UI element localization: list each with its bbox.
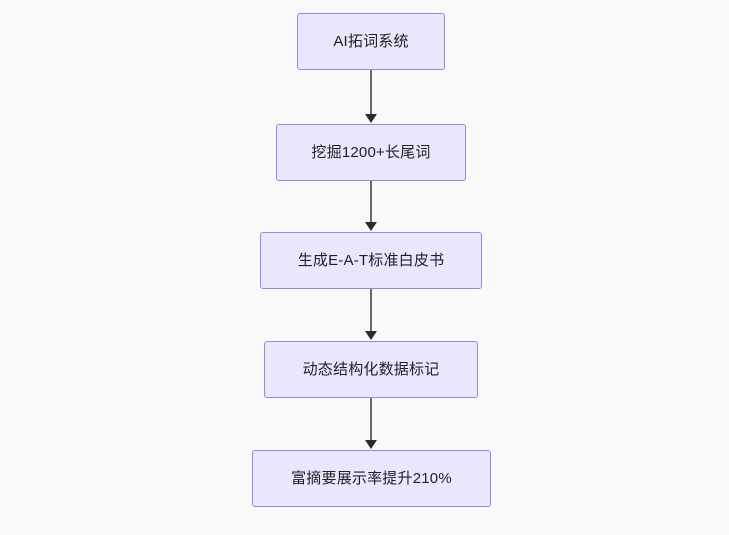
flow-edge-4 [370,398,372,440]
arrowhead-icon [365,440,377,449]
flow-node-label: 生成E-A-T标准白皮书 [297,252,445,269]
flow-edge-1 [370,70,372,114]
arrowhead-icon [365,114,377,123]
flow-node-label: 动态结构化数据标记 [302,361,440,378]
flow-edge-3 [370,289,372,331]
flow-node-mine-longtail-keywords[interactable]: 挖掘1200+长尾词 [276,124,466,181]
flow-node-dynamic-structured-data-markup[interactable]: 动态结构化数据标记 [264,341,478,398]
flow-node-label: 富摘要展示率提升210% [291,470,452,487]
flow-node-label: AI拓词系统 [333,33,409,50]
flow-edge-2 [370,181,372,222]
arrowhead-icon [365,331,377,340]
flow-node-rich-snippet-uplift[interactable]: 富摘要展示率提升210% [252,450,491,507]
arrowhead-icon [365,222,377,231]
flow-node-generate-eat-whitepaper[interactable]: 生成E-A-T标准白皮书 [260,232,482,289]
flow-node-label: 挖掘1200+长尾词 [311,144,431,161]
flow-node-ai-keyword-system[interactable]: AI拓词系统 [297,13,445,70]
